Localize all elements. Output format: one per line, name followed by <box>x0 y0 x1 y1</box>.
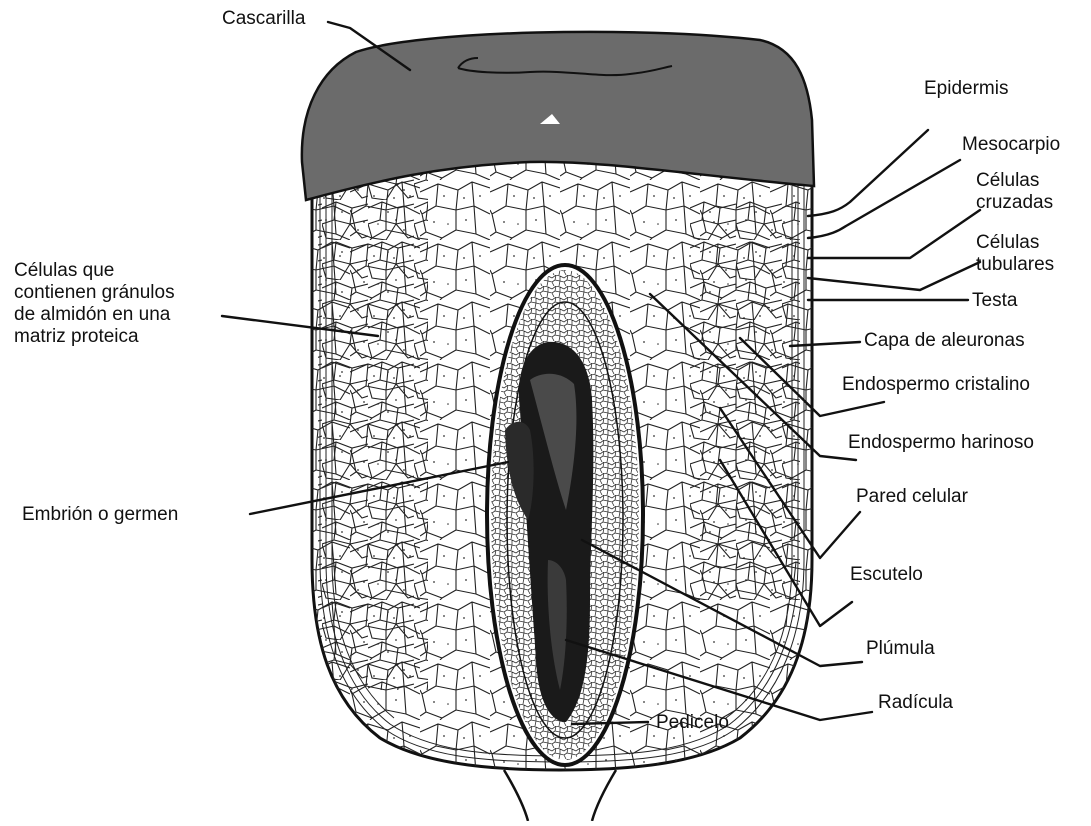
label-pedicelo: Pedicelo <box>656 712 729 734</box>
label-plumula: Plúmula <box>866 638 935 660</box>
label-mesocarpio: Mesocarpio <box>962 134 1060 156</box>
label-escutelo: Escutelo <box>850 564 923 586</box>
label-pared-celular: Pared celular <box>856 486 968 508</box>
label-testa: Testa <box>972 290 1017 312</box>
label-capa-aleuronas: Capa de aleuronas <box>864 330 1025 352</box>
label-radicula: Radícula <box>878 692 953 714</box>
label-endospermo-harinoso: Endospermo harinoso <box>848 432 1034 454</box>
label-embrion: Embrión o germen <box>22 504 178 526</box>
label-endospermo-cristalino: Endospermo cristalino <box>842 374 1030 396</box>
label-celulas-almidon: Células que contienen gránulos de almidó… <box>14 260 175 348</box>
label-celulas-cruzadas: Células cruzadas <box>976 170 1053 214</box>
label-celulas-tubulares: Células tubulares <box>976 232 1054 276</box>
label-epidermis: Epidermis <box>924 78 1008 100</box>
label-cascarilla: Cascarilla <box>222 8 305 30</box>
